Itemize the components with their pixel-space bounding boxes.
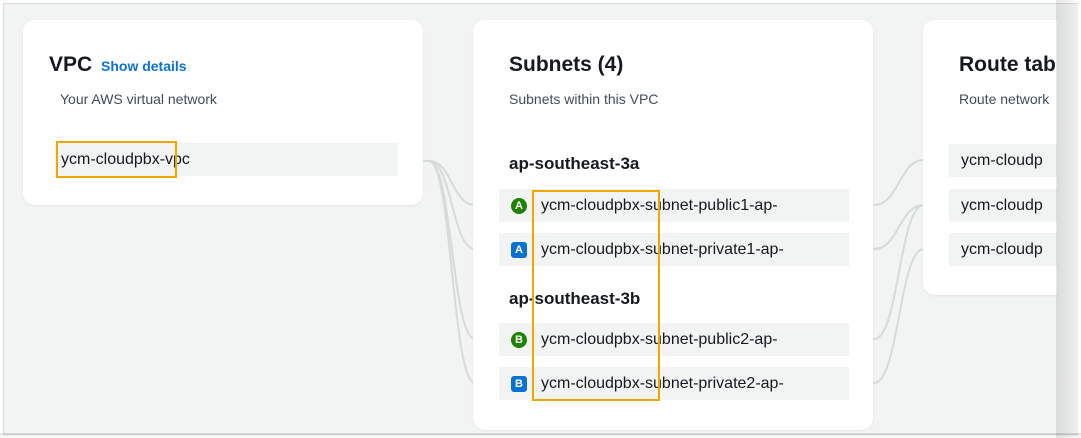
- subnet-name-prefix: ycm-cloudpbx: [541, 197, 640, 214]
- connector-vpc-subnet-2: [428, 160, 499, 250]
- route-table-name: ycm-cloudp: [961, 152, 1043, 169]
- resource-map-viewport: VPC Show details Your AWS virtual networ…: [4, 4, 1057, 434]
- availability-zone-a-icon: A: [511, 242, 527, 258]
- vpc-resource-item[interactable]: ycm-cloudpbx-vpc: [55, 143, 398, 176]
- vpc-title: VPC: [49, 53, 93, 76]
- subnets-title: Subnets (4): [509, 53, 624, 76]
- availability-zone-b-icon: B: [511, 332, 527, 348]
- availability-zone-a-icon: A: [511, 198, 527, 214]
- route-table-item[interactable]: ycm-cloudp: [949, 189, 1057, 222]
- route-table-name: ycm-cloudp: [961, 197, 1043, 214]
- connector-subnet4-rt3: [849, 248, 949, 384]
- connector-lines: [399, 159, 949, 384]
- route-tables-title: Route tab: [959, 53, 1056, 76]
- subnet-item-public2[interactable]: B ycm-cloudpbx-subnet-public2-ap-: [499, 323, 849, 356]
- subnet-name-suffix: -subnet-public2-ap-: [639, 331, 778, 348]
- connector-vpc-subnet-4: [428, 160, 499, 384]
- route-table-name: ycm-cloudp: [961, 241, 1043, 258]
- zone-heading-3b: ap-southeast-3b: [509, 289, 641, 308]
- connector-subnet3-rt2: [849, 204, 925, 340]
- vpc-description: Your AWS virtual network: [60, 91, 217, 107]
- subnet-name-suffix: -subnet-public1-ap-: [639, 197, 778, 214]
- zone-heading-3a: ap-southeast-3a: [509, 154, 640, 173]
- subnet-name-prefix: ycm-cloudpbx: [541, 241, 640, 258]
- route-tables-description: Route network: [959, 91, 1050, 107]
- subnet-item-private2[interactable]: B ycm-cloudpbx-subnet-private2-ap-: [499, 367, 849, 400]
- connector-subnet1-rt1: [849, 159, 949, 206]
- subnet-item-private1[interactable]: A ycm-cloudpbx-subnet-private1-ap-: [499, 233, 849, 266]
- frame-shadow-bottom: [0, 433, 1081, 438]
- subnet-item-public1[interactable]: A ycm-cloudpbx-subnet-public1-ap-: [499, 189, 849, 222]
- vpc-card: VPC Show details Your AWS virtual networ…: [23, 20, 423, 205]
- subnet-name-suffix: -subnet-private2-ap-: [639, 375, 784, 392]
- route-tables-card: Route tab Route network ycm-cloudp ycm-c…: [923, 20, 1057, 295]
- route-table-item[interactable]: ycm-cloudp: [949, 233, 1057, 266]
- subnet-name-suffix: -subnet-private1-ap-: [639, 241, 784, 258]
- resource-map-canvas: VPC Show details Your AWS virtual networ…: [3, 3, 1078, 435]
- show-details-link[interactable]: Show details: [101, 58, 187, 74]
- vpc-name-prefix: ycm-cloudpbx: [61, 151, 160, 168]
- route-table-item[interactable]: ycm-cloudp: [949, 144, 1057, 177]
- availability-zone-b-icon: B: [511, 376, 527, 392]
- subnets-description: Subnets within this VPC: [509, 91, 659, 107]
- subnet-name-prefix: ycm-cloudpbx: [541, 375, 640, 392]
- vpc-name-suffix: -vpc: [159, 151, 190, 168]
- subnet-name-prefix: ycm-cloudpbx: [541, 331, 640, 348]
- frame-shadow-right: [1056, 0, 1081, 438]
- subnets-card: Subnets (4) Subnets within this VPC ap-s…: [473, 20, 873, 430]
